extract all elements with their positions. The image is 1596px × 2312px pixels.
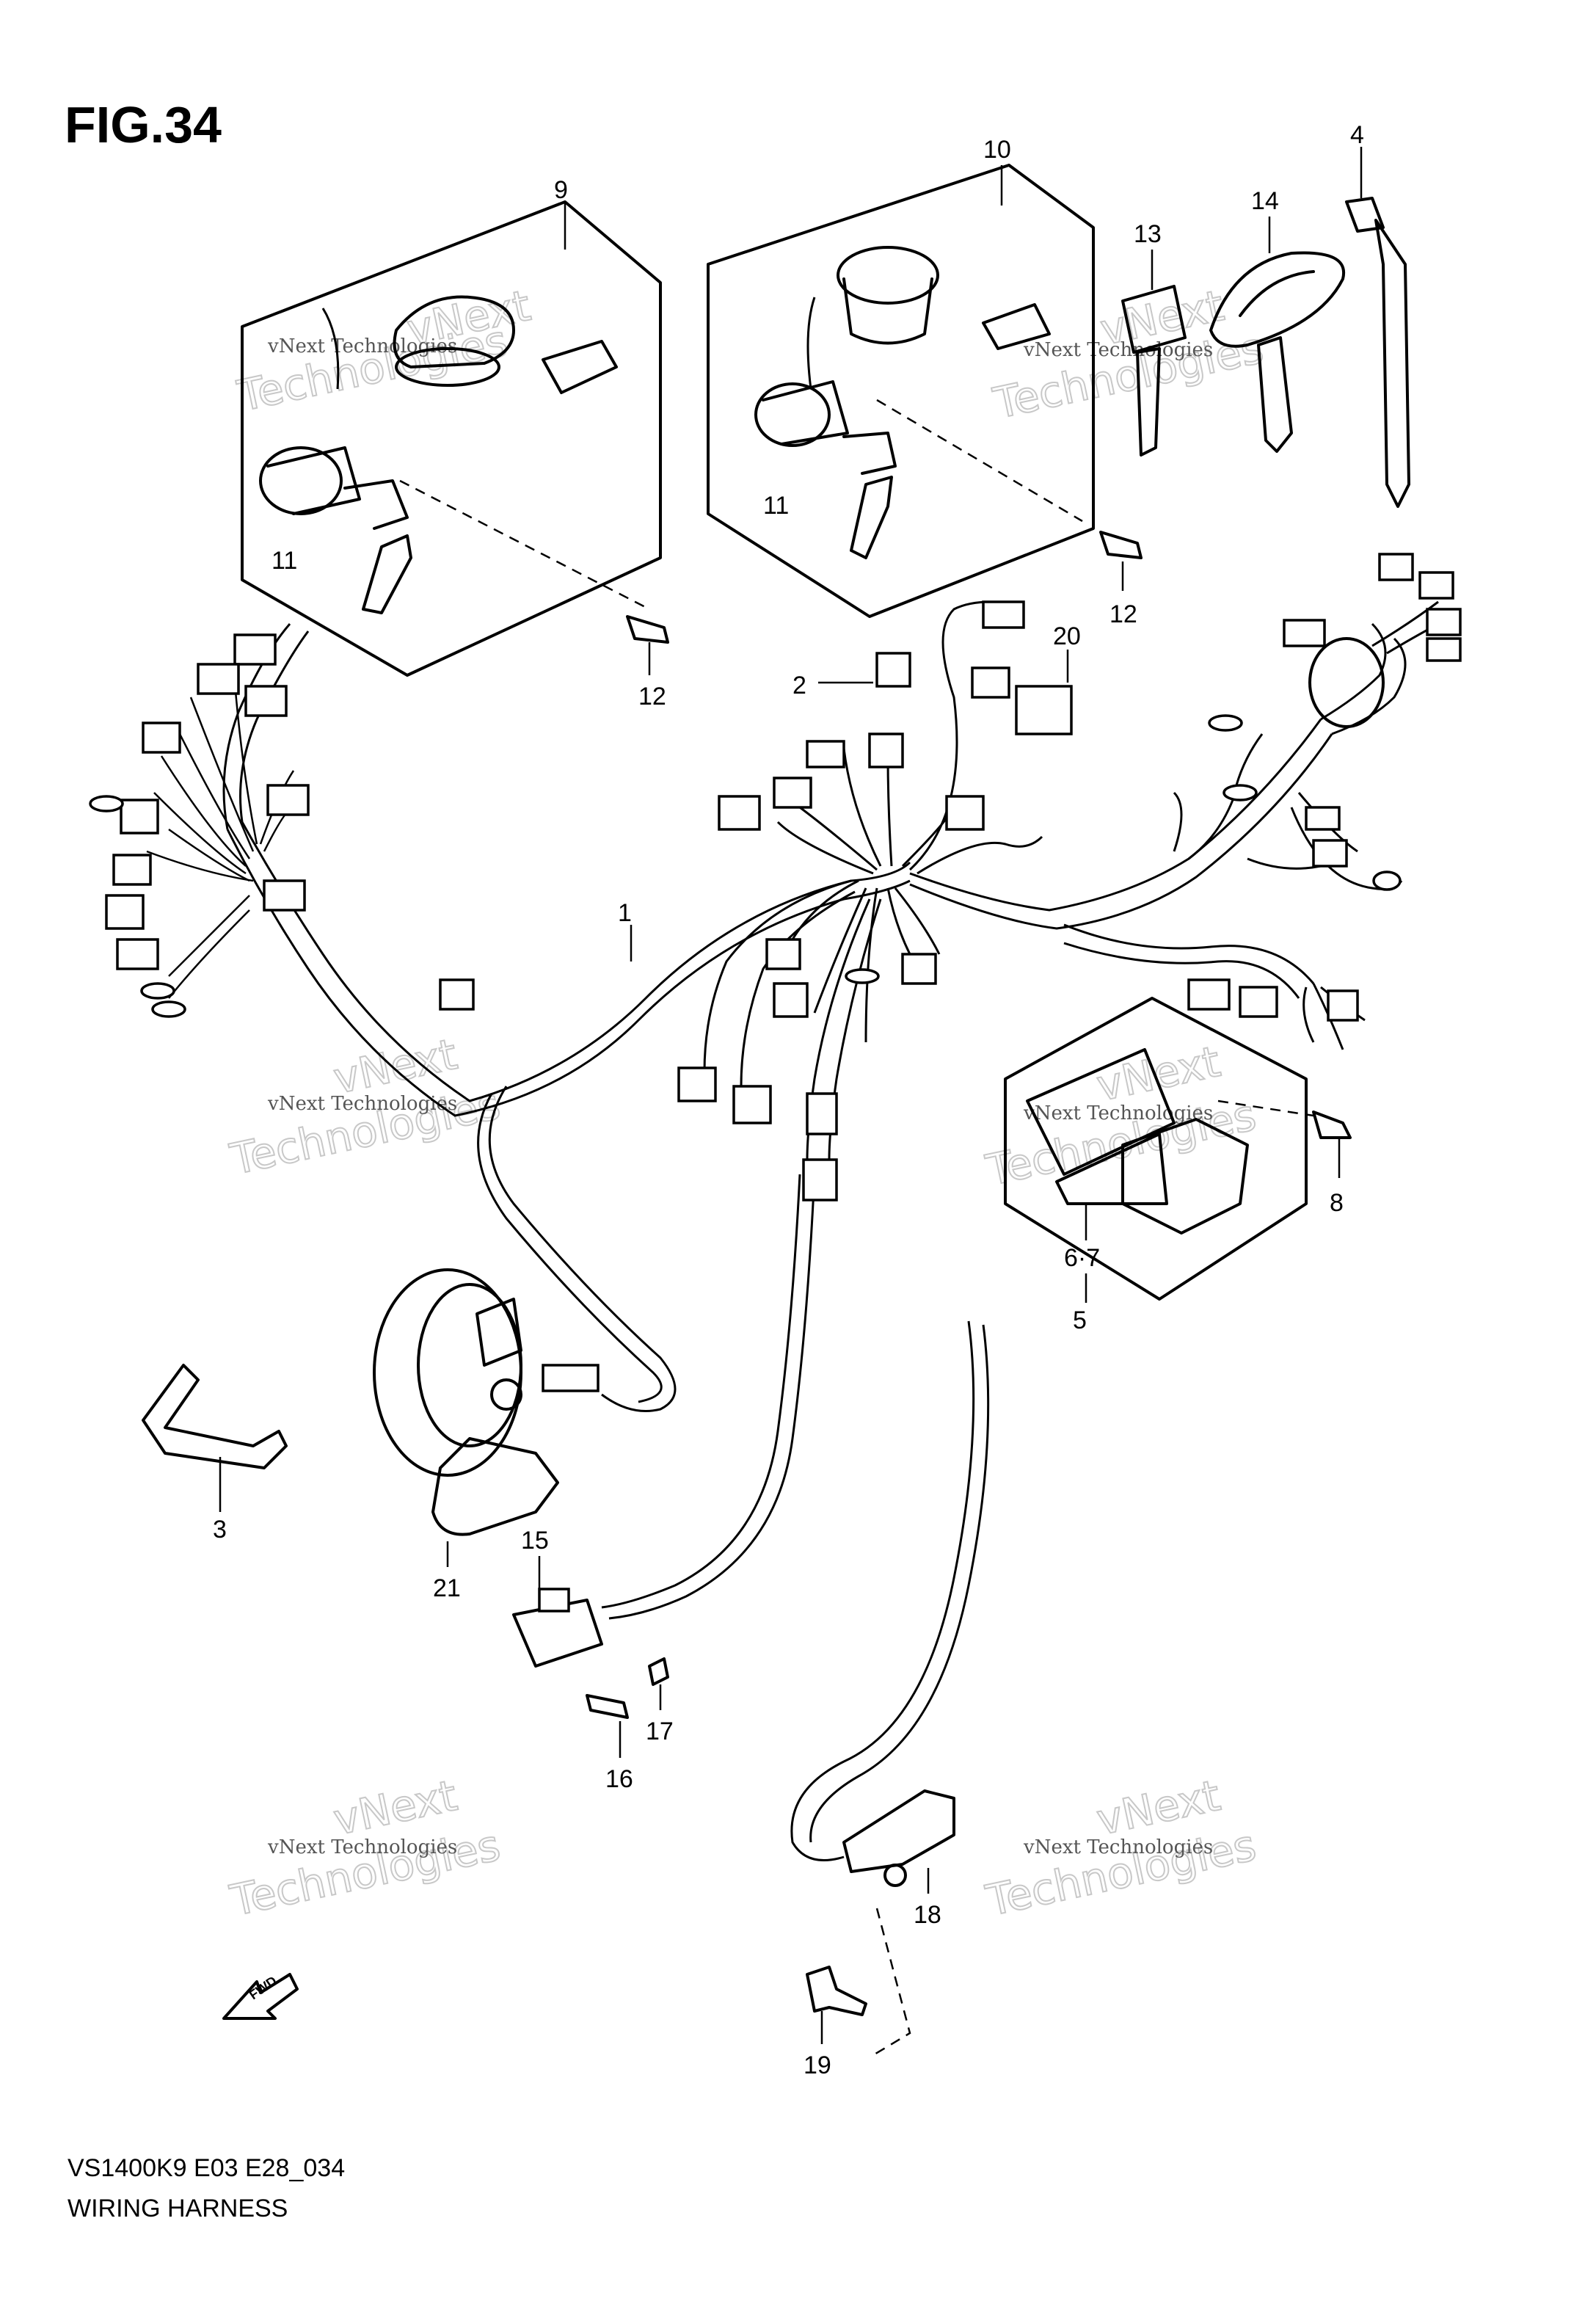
watermark-small-text: vNext Technologies bbox=[1023, 1102, 1213, 1124]
callout-1: 1 bbox=[618, 899, 632, 927]
part-10-ignition-kit-box: 10 11 12 bbox=[707, 136, 1143, 628]
callout-13: 13 bbox=[1134, 220, 1162, 248]
callout-9: 9 bbox=[554, 176, 568, 204]
part-14-key: 14 bbox=[1209, 187, 1346, 453]
part-5-junction-box-kit: 6·7 5 8 bbox=[1004, 997, 1352, 1334]
watermark-bottom-right: vNext Technologies vNext Technologies bbox=[981, 1770, 1261, 1927]
watermark-bottom-left: vNext Technologies vNext Technologies bbox=[225, 1770, 506, 1927]
callout-5: 5 bbox=[1073, 1306, 1087, 1334]
callout-6-7: 6·7 bbox=[1064, 1244, 1100, 1272]
callout-18: 18 bbox=[914, 1901, 941, 1929]
connector-block bbox=[806, 1092, 838, 1135]
connector-block bbox=[1327, 989, 1359, 1022]
relay-part-2 bbox=[875, 652, 911, 688]
harness-connectors: 2 20 bbox=[89, 553, 1462, 1202]
callout-14: 14 bbox=[1251, 187, 1279, 215]
watermark-top-right: vNext Technologies vNext Technologies bbox=[988, 280, 1269, 429]
connector-block bbox=[439, 978, 475, 1011]
callout-17: 17 bbox=[646, 1717, 674, 1745]
figure-title: FIG.34 bbox=[65, 96, 222, 153]
callout-12a: 12 bbox=[638, 683, 666, 710]
ring-terminal bbox=[1372, 870, 1402, 891]
horn-connector bbox=[542, 1364, 600, 1392]
connector-block bbox=[773, 777, 812, 809]
watermark-mid-left: vNext Technologies vNext Technologies bbox=[225, 1028, 506, 1185]
watermark-small-text: vNext Technologies bbox=[1023, 339, 1213, 361]
part-9-ignition-kit-box: 9 11 12 bbox=[241, 176, 669, 710]
part-3-bracket: 3 bbox=[142, 1364, 288, 1544]
footer-model-code: VS1400K9 E03 E28_034 bbox=[68, 2154, 346, 2182]
connector-block bbox=[773, 982, 809, 1018]
connector-block bbox=[1312, 839, 1348, 868]
part-18-sensor: 18 19 bbox=[804, 1789, 955, 2079]
connector-block bbox=[142, 721, 181, 754]
connector-block bbox=[263, 879, 306, 912]
relay-part-20 bbox=[1015, 685, 1073, 735]
connector-block bbox=[1239, 986, 1278, 1018]
watermark-big-text: Technologies bbox=[233, 316, 512, 421]
connector-block bbox=[197, 663, 240, 695]
callout-16: 16 bbox=[605, 1765, 633, 1793]
connector-block bbox=[1418, 571, 1454, 600]
watermark-small-text: vNext Technologies bbox=[267, 1093, 457, 1115]
callout-10: 10 bbox=[983, 136, 1011, 164]
callout-15: 15 bbox=[521, 1527, 549, 1555]
connector-block bbox=[732, 1085, 772, 1124]
bullet-terminal bbox=[1222, 784, 1258, 801]
connector-block bbox=[233, 633, 277, 666]
connector-block bbox=[901, 953, 937, 985]
connector-block bbox=[1426, 637, 1462, 662]
bullet-terminal bbox=[1208, 714, 1243, 732]
connector-block bbox=[120, 799, 159, 835]
connector-block bbox=[116, 938, 159, 970]
bullet-terminal bbox=[140, 982, 175, 1000]
part-1-main-wiring-harness: 1 bbox=[146, 600, 1454, 1861]
part-4-cable-tie: 4 bbox=[1345, 121, 1410, 508]
connector-block bbox=[945, 795, 985, 831]
callout-4: 4 bbox=[1350, 121, 1364, 149]
connector-block bbox=[1305, 806, 1341, 831]
connector-block bbox=[1378, 553, 1414, 581]
bullet-terminal bbox=[151, 1000, 186, 1018]
connector-block bbox=[266, 784, 310, 816]
connector-block bbox=[971, 666, 1010, 699]
fwd-label: FWD bbox=[247, 1973, 280, 2002]
connector-block bbox=[765, 938, 801, 970]
part-21-horn: 21 bbox=[373, 1268, 600, 1602]
connector-block bbox=[718, 795, 761, 831]
switch-cap bbox=[538, 1588, 570, 1613]
callout-21: 21 bbox=[433, 1574, 461, 1602]
callout-20: 20 bbox=[1053, 622, 1081, 650]
callout-11a: 11 bbox=[272, 547, 297, 575]
watermark-small-text: vNext Technologies bbox=[1023, 1836, 1213, 1858]
connector-block bbox=[802, 1158, 838, 1202]
connector-block bbox=[112, 854, 152, 886]
callout-3: 3 bbox=[213, 1516, 227, 1544]
watermark-small-text: vNext Technologies bbox=[267, 335, 457, 357]
connector-block bbox=[1426, 608, 1462, 636]
connector-block bbox=[1187, 978, 1231, 1011]
callout-19: 19 bbox=[804, 2051, 831, 2079]
callout-2: 2 bbox=[792, 672, 806, 699]
connector-block bbox=[982, 600, 1025, 629]
part-15-switch: 15 17 16 bbox=[512, 1527, 674, 1793]
callout-8: 8 bbox=[1330, 1189, 1344, 1217]
watermark-small-text: vNext Technologies bbox=[267, 1836, 457, 1858]
connector-block bbox=[244, 685, 288, 717]
connector-block bbox=[105, 894, 145, 930]
bullet-terminal bbox=[89, 795, 124, 813]
connector-block bbox=[677, 1066, 717, 1102]
connector-block bbox=[868, 733, 904, 768]
callout-11b: 11 bbox=[763, 492, 789, 520]
connector-block bbox=[806, 740, 845, 768]
callout-12b: 12 bbox=[1109, 600, 1137, 628]
bullet-terminal bbox=[845, 968, 880, 984]
connector-block bbox=[1283, 619, 1326, 647]
part-13-key-blank: 13 bbox=[1121, 220, 1187, 457]
footer-title: WIRING HARNESS bbox=[68, 2195, 288, 2222]
fwd-arrow-icon: FWD bbox=[222, 1973, 299, 2020]
